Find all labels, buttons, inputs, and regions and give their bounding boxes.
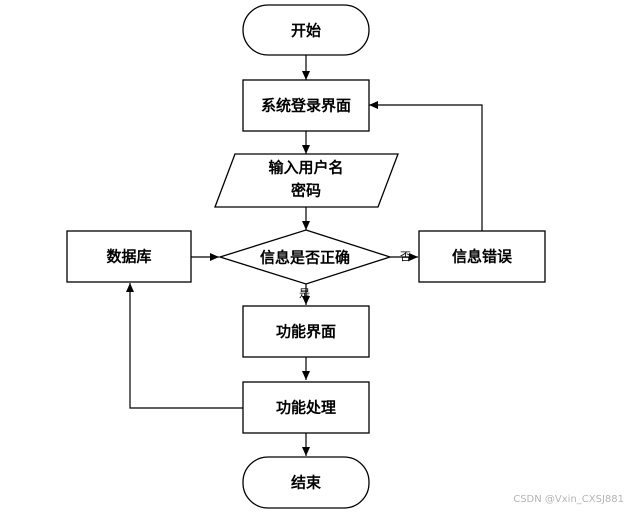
edge-error-to-login [369, 101, 483, 231]
connectors [126, 55, 483, 456]
node-database: 数据库 [66, 230, 192, 283]
edge-label-no: 否 [400, 250, 411, 263]
node-error-label: 信息错误 [452, 248, 513, 266]
node-end: 结束 [242, 456, 370, 509]
node-login: 系统登录界面 [242, 79, 370, 132]
node-decision-label: 信息是否正确 [260, 249, 350, 267]
node-database-label: 数据库 [106, 248, 151, 266]
watermark: CSDN @Vxin_CXSJ881 [513, 494, 624, 505]
node-input-label-line1: 输入用户名 [268, 159, 343, 177]
node-decision: 信息是否正确 [217, 229, 393, 285]
edge-label-yes: 是 [299, 287, 310, 300]
node-input: 输入用户名 密码 [214, 153, 399, 208]
edge-proc-to-database [126, 283, 243, 409]
node-error: 信息错误 [418, 230, 546, 283]
node-end-label: 结束 [291, 474, 322, 492]
node-function-ui: 功能界面 [242, 305, 370, 358]
node-function-proc: 功能处理 [242, 381, 370, 434]
node-input-label-line2: 密码 [291, 182, 321, 200]
node-start: 开始 [242, 4, 370, 56]
node-function-proc-label: 功能处理 [276, 399, 336, 417]
node-start-label: 开始 [291, 22, 321, 40]
node-function-ui-label: 功能界面 [276, 323, 336, 341]
node-login-label: 系统登录界面 [261, 97, 351, 115]
